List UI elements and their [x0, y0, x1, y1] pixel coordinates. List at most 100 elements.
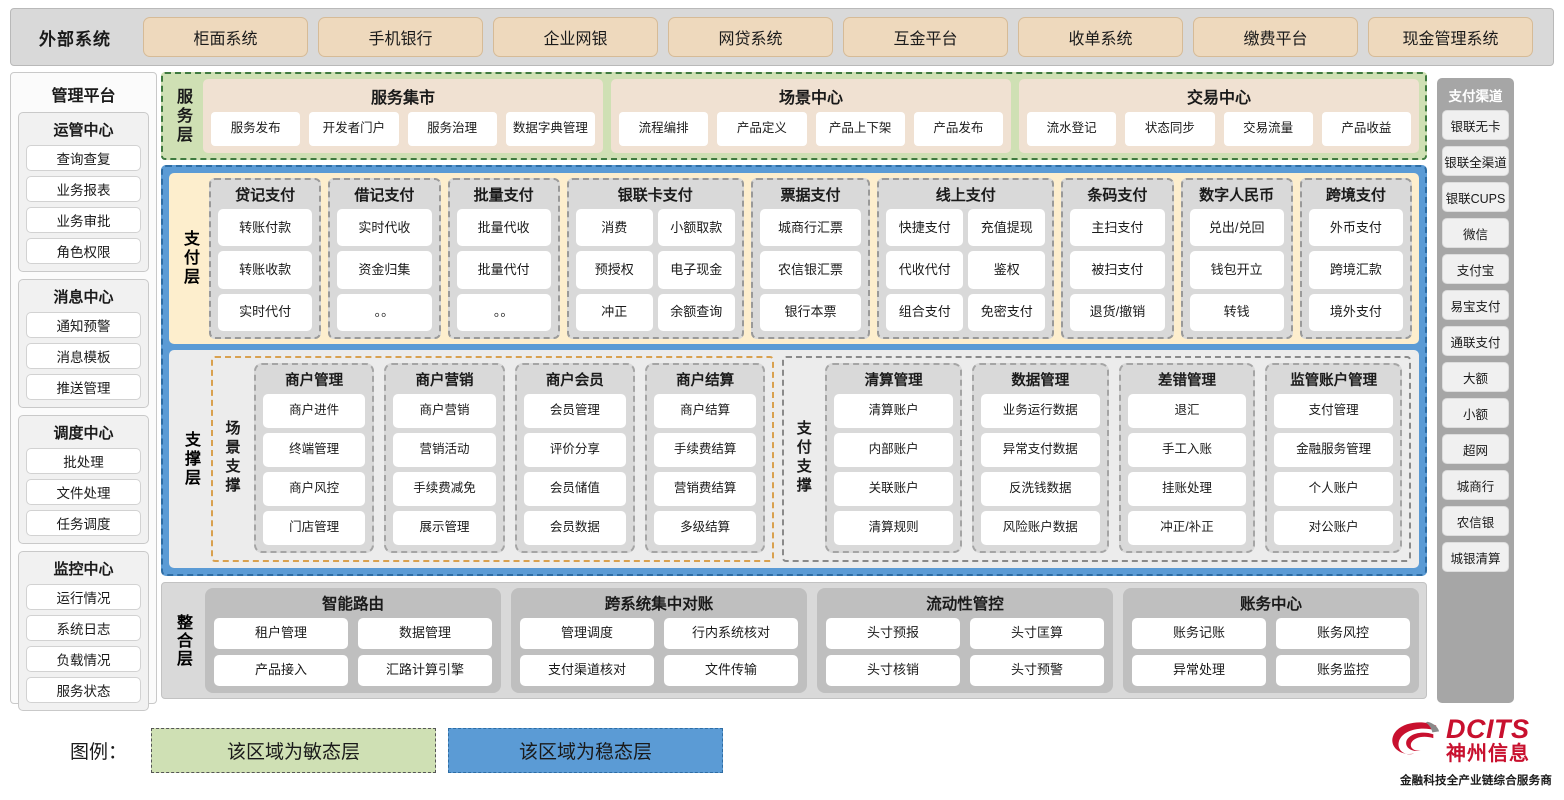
payment-channel-item[interactable]: 微信 — [1442, 218, 1509, 248]
payment-item[interactable]: 兑出/兑回 — [1189, 209, 1284, 247]
payment-channel-item[interactable]: 银联CUPS — [1442, 182, 1509, 212]
payment-item[interactable]: 农信银汇票 — [759, 251, 862, 289]
service-item[interactable]: 服务发布 — [211, 112, 301, 146]
service-item[interactable]: 流程编排 — [619, 112, 709, 146]
payment-item[interactable]: 转账付款 — [218, 209, 313, 247]
payment-item[interactable]: 预授权 — [575, 251, 653, 289]
management-item[interactable]: 角色权限 — [26, 238, 141, 264]
integration-item[interactable]: 支付渠道核对 — [520, 655, 654, 686]
external-system-item[interactable]: 互金平台 — [843, 17, 1008, 57]
payment-item[interactable]: 退货/撤销 — [1070, 293, 1165, 331]
support-item[interactable]: 对公账户 — [1274, 511, 1394, 545]
management-item[interactable]: 服务状态 — [26, 677, 141, 703]
external-system-item[interactable]: 手机银行 — [318, 17, 483, 57]
support-item[interactable]: 展示管理 — [393, 511, 496, 545]
payment-item[interactable]: 实时代付 — [218, 293, 313, 331]
support-item[interactable]: 个人账户 — [1274, 472, 1394, 506]
payment-item[interactable]: 。。 — [456, 293, 551, 331]
service-item[interactable]: 状态同步 — [1125, 112, 1215, 146]
payment-channel-item[interactable]: 超网 — [1442, 434, 1509, 464]
external-system-item[interactable]: 柜面系统 — [143, 17, 308, 57]
integration-item[interactable]: 产品接入 — [214, 655, 348, 686]
payment-channel-item[interactable]: 通联支付 — [1442, 326, 1509, 356]
integration-item[interactable]: 头寸预报 — [826, 618, 960, 649]
payment-item[interactable]: 批量代付 — [456, 251, 551, 289]
management-item[interactable]: 任务调度 — [26, 510, 141, 536]
payment-item[interactable]: 代收代付 — [886, 251, 964, 289]
support-item[interactable]: 多级结算 — [653, 511, 757, 545]
payment-item[interactable]: 小额取款 — [657, 209, 735, 247]
support-item[interactable]: 营销费结算 — [653, 472, 757, 506]
support-item[interactable]: 评价分享 — [523, 433, 626, 467]
service-item[interactable]: 数据字典管理 — [505, 112, 595, 146]
service-item[interactable]: 产品定义 — [717, 112, 807, 146]
support-item[interactable]: 内部账户 — [834, 433, 953, 467]
support-item[interactable]: 支付管理 — [1274, 394, 1394, 428]
support-item[interactable]: 会员数据 — [523, 511, 626, 545]
payment-item[interactable]: 实时代收 — [337, 209, 432, 247]
management-item[interactable]: 负载情况 — [26, 646, 141, 672]
support-item[interactable]: 清算账户 — [834, 394, 953, 428]
integration-item[interactable]: 租户管理 — [214, 618, 348, 649]
integration-item[interactable]: 头寸核销 — [826, 655, 960, 686]
management-item[interactable]: 文件处理 — [26, 479, 141, 505]
external-system-item[interactable]: 企业网银 — [493, 17, 658, 57]
external-system-item[interactable]: 网贷系统 — [668, 17, 833, 57]
support-item[interactable]: 冲正/补正 — [1127, 511, 1247, 545]
support-item[interactable]: 营销活动 — [393, 433, 496, 467]
integration-item[interactable]: 账务监控 — [1276, 655, 1410, 686]
support-item[interactable]: 退汇 — [1127, 394, 1247, 428]
payment-item[interactable]: 组合支付 — [886, 293, 964, 331]
support-item[interactable]: 业务运行数据 — [980, 394, 1100, 428]
payment-item[interactable]: 转账收款 — [218, 251, 313, 289]
payment-item[interactable]: 免密支付 — [968, 293, 1046, 331]
payment-item[interactable]: 被扫支付 — [1070, 251, 1165, 289]
management-item[interactable]: 系统日志 — [26, 615, 141, 641]
support-item[interactable]: 手工入账 — [1127, 433, 1247, 467]
support-item[interactable]: 关联账户 — [834, 472, 953, 506]
integration-item[interactable]: 汇路计算引擎 — [358, 655, 492, 686]
payment-item[interactable]: 资金归集 — [337, 251, 432, 289]
management-item[interactable]: 业务审批 — [26, 207, 141, 233]
payment-item[interactable]: 电子现金 — [657, 251, 735, 289]
support-item[interactable]: 商户风控 — [263, 472, 366, 506]
payment-channel-item[interactable]: 大额 — [1442, 362, 1509, 392]
integration-item[interactable]: 头寸匡算 — [970, 618, 1104, 649]
integration-item[interactable]: 异常处理 — [1132, 655, 1266, 686]
service-item[interactable]: 服务治理 — [407, 112, 497, 146]
payment-channel-item[interactable]: 农信银 — [1442, 506, 1509, 536]
support-item[interactable]: 金融服务管理 — [1274, 433, 1394, 467]
management-item[interactable]: 推送管理 — [26, 374, 141, 400]
integration-item[interactable]: 账务记账 — [1132, 618, 1266, 649]
integration-item[interactable]: 数据管理 — [358, 618, 492, 649]
external-system-item[interactable]: 缴费平台 — [1193, 17, 1358, 57]
support-item[interactable]: 会员管理 — [523, 394, 626, 428]
support-item[interactable]: 清算规则 — [834, 511, 953, 545]
payment-item[interactable]: 境外支付 — [1308, 293, 1404, 331]
payment-item[interactable]: 。。 — [337, 293, 432, 331]
payment-item[interactable]: 城商行汇票 — [759, 209, 862, 247]
support-item[interactable]: 手续费结算 — [653, 433, 757, 467]
payment-item[interactable]: 批量代收 — [456, 209, 551, 247]
payment-channel-item[interactable]: 城银清算 — [1442, 542, 1509, 572]
payment-item[interactable]: 冲正 — [575, 293, 653, 331]
payment-item[interactable]: 银行本票 — [759, 293, 862, 331]
management-item[interactable]: 消息模板 — [26, 343, 141, 369]
external-system-item[interactable]: 现金管理系统 — [1368, 17, 1533, 57]
integration-item[interactable]: 行内系统核对 — [664, 618, 798, 649]
payment-item[interactable]: 快捷支付 — [886, 209, 964, 247]
support-item[interactable]: 终端管理 — [263, 433, 366, 467]
support-item[interactable]: 会员储值 — [523, 472, 626, 506]
payment-item[interactable]: 钱包开立 — [1189, 251, 1284, 289]
support-item[interactable]: 商户结算 — [653, 394, 757, 428]
support-item[interactable]: 挂账处理 — [1127, 472, 1247, 506]
payment-channel-item[interactable]: 易宝支付 — [1442, 290, 1509, 320]
payment-channel-item[interactable]: 小额 — [1442, 398, 1509, 428]
payment-item[interactable]: 转钱 — [1189, 293, 1284, 331]
support-item[interactable]: 反洗钱数据 — [980, 472, 1100, 506]
payment-item[interactable]: 消费 — [575, 209, 653, 247]
management-item[interactable]: 业务报表 — [26, 176, 141, 202]
payment-item[interactable]: 外币支付 — [1308, 209, 1404, 247]
support-item[interactable]: 商户营销 — [393, 394, 496, 428]
management-item[interactable]: 查询查复 — [26, 145, 141, 171]
